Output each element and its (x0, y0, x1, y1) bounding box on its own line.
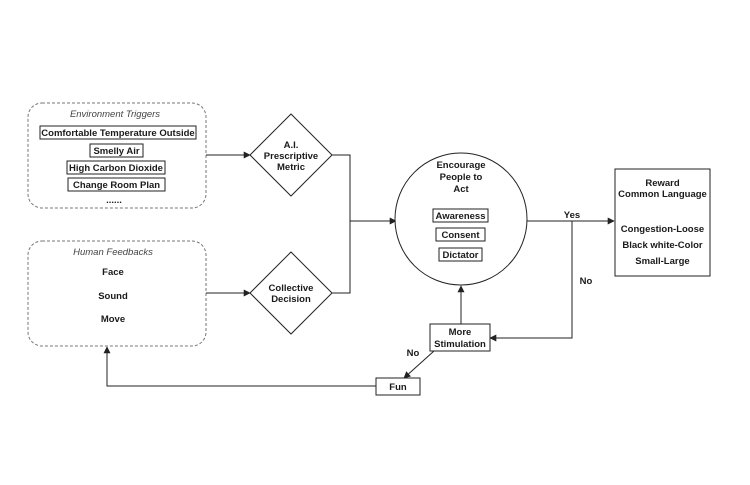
option-box-dictator (438, 247, 483, 262)
reward-small-large: Small-Large (635, 256, 689, 267)
option-awareness: Awareness (436, 211, 486, 222)
collective-line1: Collective (269, 283, 314, 294)
reward-black-white-color: Black white-Color (622, 240, 703, 251)
trigger-box-carbon-dioxide (66, 160, 166, 175)
ai-metric-line1: A.I. (284, 140, 299, 151)
human-feedbacks-title: Human Feedbacks (73, 247, 153, 258)
option-box-awareness (432, 208, 489, 223)
trigger-box-smelly-air (89, 143, 144, 158)
more-stimulation-line1: More (449, 327, 472, 338)
reward-congestion-loose: Congestion-Loose (621, 224, 704, 235)
collective-decision-diamond (249, 251, 333, 335)
feedback-move: Move (101, 314, 125, 325)
arrow-no-to-fun (403, 350, 435, 379)
option-box-consent (435, 227, 486, 242)
more-stimulation-box (429, 323, 491, 352)
ai-prescriptive-metric-diamond (249, 113, 333, 197)
trigger-carbon-dioxide: High Carbon Dioxide (69, 163, 163, 174)
option-dictator: Dictator (443, 250, 479, 261)
environment-triggers-title: Environment Triggers (70, 109, 160, 120)
trigger-box-temperature (39, 125, 197, 140)
trigger-room-plan: Change Room Plan (73, 180, 160, 191)
reward-line1: Reward (645, 178, 680, 189)
fun-label: Fun (389, 382, 407, 393)
encourage-line3: Act (453, 184, 469, 195)
collective-line2: Decision (271, 294, 311, 305)
ai-metric-line3: Metric (277, 162, 305, 173)
merge-line (332, 154, 351, 294)
feedback-sound: Sound (98, 291, 128, 302)
edge-no-right: No (580, 276, 593, 287)
trigger-smelly-air: Smelly Air (93, 146, 139, 157)
arrow-fun-to-human-feedbacks (103, 346, 376, 387)
trigger-temperature: Comfortable Temperature Outside (41, 128, 194, 139)
encourage-line2: People to (440, 172, 483, 183)
edge-yes: Yes (564, 210, 580, 221)
trigger-more: ...... (106, 195, 122, 206)
arrow-no-to-more-stimulation (489, 221, 573, 342)
more-stimulation-line2: Stimulation (434, 339, 486, 350)
reward-box (614, 168, 711, 277)
edge-no-left: No (407, 348, 420, 359)
feedback-face: Face (102, 267, 124, 278)
reward-line2: Common Language (618, 189, 707, 200)
trigger-box-room-plan (67, 177, 166, 192)
ai-metric-line2: Prescriptive (264, 151, 318, 162)
encourage-line1: Encourage (436, 160, 485, 171)
option-consent: Consent (442, 230, 481, 241)
